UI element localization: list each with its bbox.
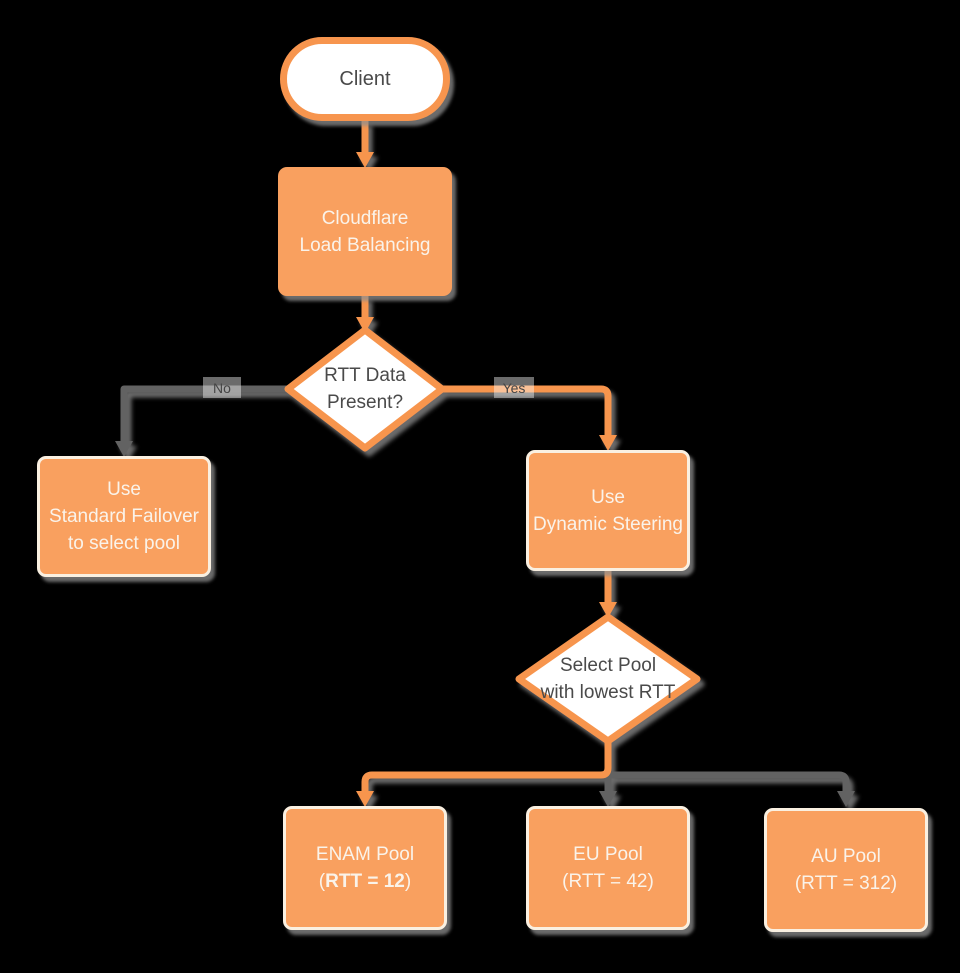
node-enam-pool-line1: ENAM Pool [315,844,415,865]
node-dynamic-steering-line1: Use [591,486,625,508]
node-load-balancing: Cloudflare Load Balancing [278,167,452,296]
node-load-balancing-line1: Cloudflare [321,207,409,229]
node-load-balancing-line2: Load Balancing [299,234,431,256]
arrowhead-to-selectpool [599,602,617,618]
edge-decision-no [120,385,288,442]
edge-label-no: No [203,377,241,398]
decision-rtt-data-present [284,326,446,452]
decision-rtt-line2: Present? [326,392,404,413]
node-dynamic-steering-line2: Dynamic Steering [533,513,683,535]
node-standard-failover-line1: Use [107,479,141,500]
edge-label-yes-text: Yes [502,379,526,396]
node-standard-failover: Use Standard Failover to select pool [37,456,211,577]
decision-selectpool-label: Select Pool with lowest RTT [523,652,693,706]
node-enam-pool: ENAM Pool (RTT = 12) [283,806,447,930]
edge-selectpool-to-au [608,771,850,792]
node-eu-pool-line1: EU Pool [573,844,643,865]
arrowhead-to-au-pool [837,791,855,807]
enam-rtt-open-paren: ( [318,871,326,892]
decision-selectpool-line2: with lowest RTT [540,682,676,703]
edge-decision-yes [440,385,612,436]
node-au-pool: AU Pool (RTT = 312) [764,808,928,932]
edge-label-no-text: No [213,379,231,396]
decision-select-pool [515,613,701,745]
enam-rtt-close-paren: ) [404,871,412,892]
node-client: Client [280,37,450,121]
arrowhead-to-lb [356,152,374,168]
node-client-label: Client [339,67,391,90]
node-dynamic-steering: Use Dynamic Steering [526,450,690,571]
node-eu-pool-line2: (RTT = 42) [562,871,654,892]
arrowhead-to-standard-failover [115,441,133,457]
arrowhead-to-dynamic-steering [599,435,617,451]
decision-rtt-label: RTT Data Present? [290,362,440,416]
node-standard-failover-line3: to select pool [68,533,180,554]
decision-selectpool-line1: Select Pool [559,655,657,676]
arrowhead-to-eu-pool [599,791,617,807]
node-eu-pool: EU Pool (RTT = 42) [526,806,690,930]
edge-label-yes: Yes [494,377,534,398]
node-enam-pool-line2: (RTT = 12) [319,868,411,895]
node-au-pool-line2: (RTT = 312) [794,873,898,894]
edge-selectpool-to-enam [361,739,612,792]
enam-rtt-value: RTT = 12 [325,871,405,892]
decision-rtt-line1: RTT Data [324,365,406,386]
node-au-pool-line1: AU Pool [811,846,881,867]
arrowhead-to-enam-pool [356,791,374,807]
node-standard-failover-line2: Standard Failover [49,506,199,527]
arrowhead-to-decision [356,317,374,333]
